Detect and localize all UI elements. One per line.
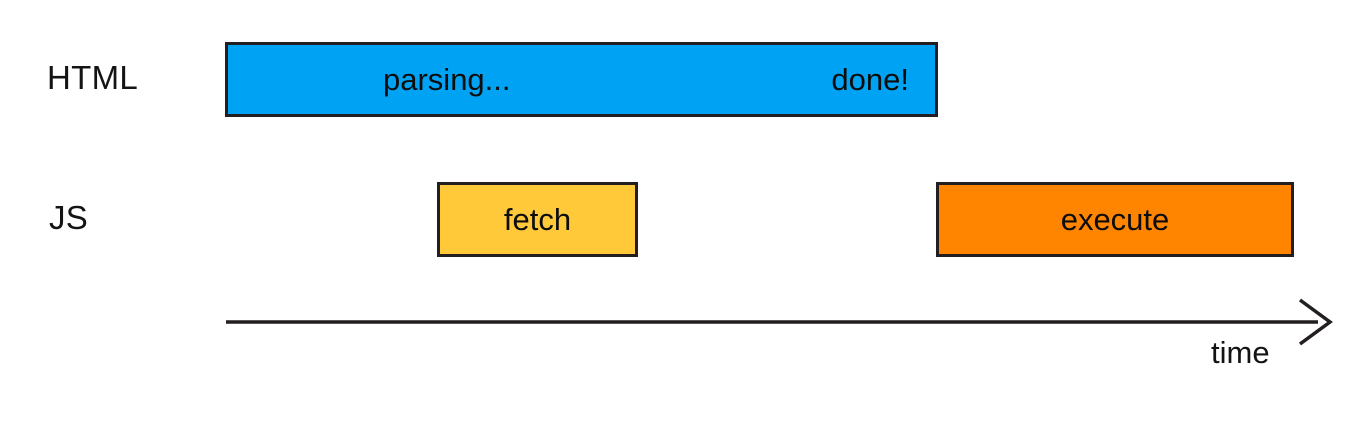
bar-html-done-label: done! — [831, 62, 909, 97]
bar-html-parsing-label: parsing... — [383, 62, 511, 97]
bar-js-fetch-label: fetch — [503, 202, 572, 237]
time-axis-arrow-icon — [226, 298, 1333, 346]
row-label-js: JS — [49, 199, 89, 236]
bar-js-execute-label: execute — [1060, 202, 1170, 237]
time-axis-arrowhead — [1298, 298, 1333, 346]
bar-js-fetch: fetch — [437, 182, 638, 257]
row-label-html: HTML — [47, 59, 139, 96]
time-axis-caption: time — [1211, 335, 1270, 370]
bar-html-parsing: parsing... done! — [225, 42, 938, 117]
bar-js-execute: execute — [936, 182, 1294, 257]
